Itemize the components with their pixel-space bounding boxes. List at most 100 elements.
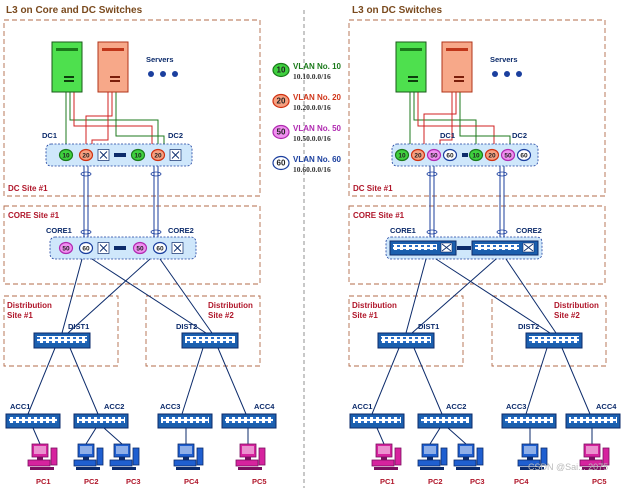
vlan-20-badge-text: 20 xyxy=(82,152,90,159)
vlan-50-badge-text: 50 xyxy=(62,245,70,252)
right-pc2-icon xyxy=(417,443,448,470)
vlan-50-badge: 50 xyxy=(58,241,74,255)
right-pc1-label: PC1 xyxy=(380,477,395,486)
vlan-60-badge-text: 60 xyxy=(446,152,454,159)
vlan-20-badge: 20 xyxy=(150,148,166,162)
left-server-red xyxy=(97,41,129,93)
vlan-10-badge-text: 10 xyxy=(134,152,142,159)
vlan-50-badge: 50 xyxy=(272,124,290,140)
watermark: CSDN @Sai... 2075 xyxy=(528,462,608,472)
right-acc3-switch xyxy=(501,413,557,429)
right-pc3-label: PC3 xyxy=(470,477,485,486)
vlan-50-badge-text: 50 xyxy=(277,127,286,136)
vlan-60-name: VLAN No. 60 xyxy=(293,155,342,164)
vlan-20-badge: 20 xyxy=(484,148,500,162)
right-core-site-label: CORE Site #1 xyxy=(353,211,405,220)
right-pc2-label: PC2 xyxy=(428,477,443,486)
vlan-10-badge: 10 xyxy=(468,148,484,162)
left-dc-site-label: DC Site #1 xyxy=(8,184,48,193)
left-pc4-icon xyxy=(173,443,204,470)
vlan-10-badge-text: 10 xyxy=(277,65,286,74)
left-pc1-icon xyxy=(27,443,58,470)
left-servers-label: Servers xyxy=(146,55,174,64)
vlan-20-badge-text: 20 xyxy=(277,96,286,105)
left-core-interlink xyxy=(114,246,126,250)
vlan-60-badge: 60 xyxy=(78,241,94,255)
right-pc3-icon xyxy=(453,443,484,470)
vlan-50-network: 10.50.0.0/16 xyxy=(293,134,331,143)
left-acc2-switch xyxy=(73,413,129,429)
left-acc1-switch xyxy=(5,413,61,429)
right-dist1-switch xyxy=(377,332,435,349)
vlan-60-badge: 60 xyxy=(152,241,168,255)
vlan-60-badge-text: 60 xyxy=(82,245,90,252)
right-title: L3 on DC Switches xyxy=(352,5,442,16)
left-title: L3 on Core and DC Switches xyxy=(6,5,143,16)
vlan-10-badge-text: 10 xyxy=(398,152,406,159)
right-dist2-switch xyxy=(525,332,583,349)
left-pc2-icon xyxy=(73,443,104,470)
right-dc-site-label: DC Site #1 xyxy=(353,184,393,193)
left-dist-site1-box xyxy=(3,295,119,367)
vlan-20-badge-text: 20 xyxy=(488,152,496,159)
right-core-interlink xyxy=(457,246,471,250)
vlan-60-badge: 60 xyxy=(516,148,532,162)
vlan-10-badge: 10 xyxy=(272,62,290,78)
left-dist-site1-label-line1: Distribution xyxy=(7,301,52,310)
vlan-60-badge: 60 xyxy=(442,148,458,162)
right-dist-site2-box xyxy=(491,295,607,367)
left-dc2-label: DC2 xyxy=(168,131,183,140)
vlan-60-badge-text: 60 xyxy=(156,245,164,252)
right-pc4-label: PC4 xyxy=(514,477,529,486)
left-core1-l3-icon xyxy=(97,242,110,254)
left-dc1-label: DC1 xyxy=(42,131,57,140)
left-dc-site-box xyxy=(3,19,261,197)
left-acc4-switch xyxy=(221,413,277,429)
vlan-50-badge: 50 xyxy=(500,148,516,162)
vlan-10-network: 10.10.0.0/16 xyxy=(293,72,331,81)
left-dist-site2-label-line2: Site #2 xyxy=(208,311,234,320)
left-dc1-l3-icon xyxy=(97,149,110,161)
left-pc5-icon xyxy=(235,443,266,470)
right-acc4-switch xyxy=(565,413,621,429)
right-server-green xyxy=(395,41,427,93)
vlan-50-badge-text: 50 xyxy=(504,152,512,159)
vlan-20-badge: 20 xyxy=(78,148,94,162)
right-pc5-label: PC5 xyxy=(592,477,607,486)
right-core-site-box xyxy=(348,205,606,285)
right-acc4-label: ACC4 xyxy=(596,402,617,411)
right-dist-site2-label-line2: Site #2 xyxy=(554,311,580,320)
left-acc3-switch xyxy=(157,413,213,429)
right-pc5-icon xyxy=(579,443,610,470)
right-acc1-label: ACC1 xyxy=(352,402,372,411)
right-core2-label: CORE2 xyxy=(516,226,542,235)
right-server-red xyxy=(441,41,473,93)
left-dist-site2-box xyxy=(145,295,261,367)
vlan-50-badge-text: 50 xyxy=(430,152,438,159)
right-servers-label: Servers xyxy=(490,55,518,64)
left-core2-l3-icon xyxy=(171,242,184,254)
right-dc-interlink xyxy=(462,153,468,157)
left-core1-label: CORE1 xyxy=(46,226,72,235)
right-dist2-label: DIST2 xyxy=(518,322,539,331)
right-dc2-label: DC2 xyxy=(512,131,527,140)
right-dist-site1-label-line1: Distribution xyxy=(352,301,397,310)
vlan-10-badge-text: 10 xyxy=(62,152,70,159)
right-core2-switch xyxy=(471,240,539,256)
left-dist1-label: DIST1 xyxy=(68,322,89,331)
left-acc2-label: ACC2 xyxy=(104,402,124,411)
vlan-20-badge-text: 20 xyxy=(154,152,162,159)
vlan-10-badge: 10 xyxy=(394,148,410,162)
vlan-50-badge-text: 50 xyxy=(136,245,144,252)
right-dc1-label: DC1 xyxy=(440,131,455,140)
left-dist2-label: DIST2 xyxy=(176,322,197,331)
left-more-servers-dots xyxy=(148,71,178,77)
vlan-20-badge: 20 xyxy=(272,93,290,109)
left-dc-interlink xyxy=(114,153,126,157)
right-dist-site1-label-line2: Site #1 xyxy=(352,311,378,320)
vlan-60-badge-text: 60 xyxy=(520,152,528,159)
vlan-20-network: 10.20.0.0/16 xyxy=(293,103,331,112)
